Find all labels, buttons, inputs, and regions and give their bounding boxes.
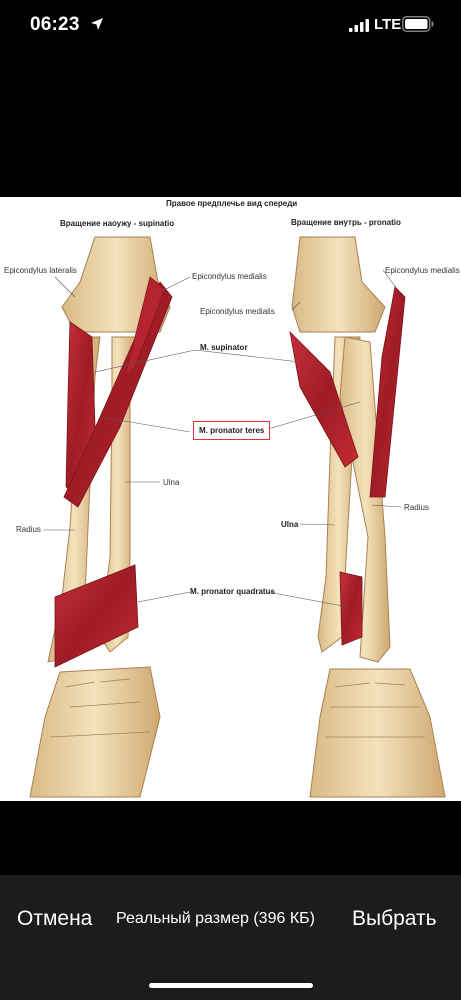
label-m-supinator: M. supinator xyxy=(200,343,248,352)
label-ulna-right: Ulna xyxy=(281,520,299,529)
home-indicator[interactable] xyxy=(149,983,313,988)
select-button[interactable]: Выбрать xyxy=(352,907,437,930)
cancel-button[interactable]: Отмена xyxy=(17,907,93,930)
left-heading: Вращение наоужу - supinatio xyxy=(60,219,175,228)
real-size-toggle[interactable]: Реальный размер (396 КБ) xyxy=(116,910,315,927)
label-epicondylus-medialis-right: Epicondylus medialis xyxy=(385,266,460,275)
label-radius-left: Radius xyxy=(16,525,41,534)
label-m-pronator-quadratus: M. pronator quadratus xyxy=(190,587,275,596)
bottom-toolbar: Отмена Реальный размер (396 КБ) Выбрать xyxy=(0,875,461,1000)
forearm-illustration xyxy=(29,236,446,798)
label-epicondylus-lateralis: Epicondylus lateralis xyxy=(4,266,77,275)
signal-bars-icon xyxy=(349,19,369,32)
network-type: LTE xyxy=(374,16,402,33)
label-ulna-left: Ulna xyxy=(163,478,180,487)
label-radius-right: Radius xyxy=(404,503,429,512)
image-title: Правое предплечье вид спереди xyxy=(166,199,298,208)
location-arrow-icon xyxy=(91,18,103,30)
right-forearm xyxy=(289,236,446,798)
label-epicondylus-medialis-mid: Epicondylus medialis xyxy=(200,307,275,316)
label-epicondylus-medialis-left: Epicondylus medialis xyxy=(192,272,267,281)
status-bar: 06:23 LTE xyxy=(0,0,461,52)
left-forearm xyxy=(29,236,173,798)
forearm-anatomy-image: Правое предплечье вид спереди Вращение н… xyxy=(0,197,461,801)
battery-icon xyxy=(402,16,434,32)
right-heading: Вращение внутрь - pronatio xyxy=(291,218,401,227)
leader-lines xyxy=(43,269,402,608)
label-m-pronator-teres: M. pronator teres xyxy=(193,421,271,440)
status-time: 06:23 xyxy=(30,14,80,35)
